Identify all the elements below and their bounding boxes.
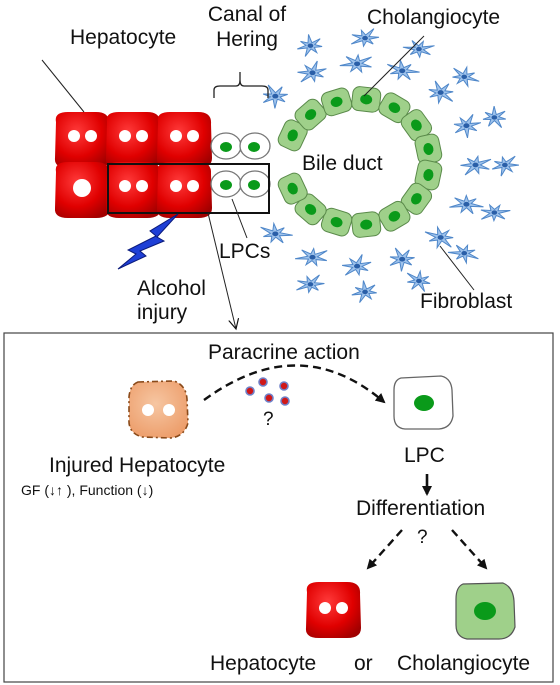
fibroblast-leader-line bbox=[439, 245, 475, 291]
cholangiocyte-cell bbox=[414, 159, 443, 191]
cholangiocyte-cell bbox=[414, 133, 443, 165]
bile-duct-ring bbox=[277, 86, 443, 238]
injury-highlight-box bbox=[107, 163, 270, 214]
lpc-cells bbox=[210, 132, 271, 198]
differentiation-label: Differentiation bbox=[356, 497, 486, 520]
fibroblast-cell bbox=[406, 269, 431, 292]
fibroblast-cell bbox=[453, 113, 482, 139]
cholangiocyte-cell bbox=[351, 86, 382, 113]
fibroblast-cell bbox=[260, 221, 293, 244]
fibroblast-cell bbox=[402, 40, 435, 59]
fibroblast-cell bbox=[460, 154, 492, 176]
hepatocyte-cell bbox=[156, 162, 212, 218]
fibroblast-cell bbox=[428, 80, 454, 105]
cholangiocyte-cell bbox=[294, 98, 327, 131]
hepatocyte-cell bbox=[105, 162, 161, 218]
result-hepatocyte-cell bbox=[305, 582, 361, 638]
paracrine-question-mark: ? bbox=[263, 409, 274, 430]
result-hepatocyte-label: Hepatocyte bbox=[210, 652, 317, 675]
injured-hepatocyte-cell bbox=[128, 380, 189, 439]
cholangiocyte-cell bbox=[378, 92, 411, 124]
paracrine-action-label: Paracrine action bbox=[208, 341, 360, 364]
lpc-cell bbox=[239, 132, 271, 160]
paracrine-arrow bbox=[203, 364, 386, 404]
gf-function-label: GF (↓↑ ), Function (↓) bbox=[21, 482, 154, 498]
cholangiocyte-cell bbox=[320, 87, 353, 117]
canal-brace bbox=[213, 72, 269, 98]
cholangiocyte-label: Cholangiocyte bbox=[367, 6, 501, 29]
cholangiocyte-cell bbox=[400, 182, 433, 215]
fibroblast-cell bbox=[424, 225, 454, 250]
fibroblast-cell bbox=[452, 65, 480, 89]
fibroblast-cell bbox=[342, 254, 372, 277]
hepatocyte-leader-line bbox=[41, 59, 85, 113]
canal-of-hering-label: Canal of Hering bbox=[204, 3, 290, 51]
lpc-cell bbox=[210, 170, 242, 198]
cholangiocyte-cell bbox=[400, 109, 433, 142]
alcohol-injury-label: Alcohol injury bbox=[137, 277, 206, 324]
fibroblast-cell bbox=[296, 274, 325, 294]
bile-duct-label: Bile duct bbox=[302, 152, 383, 175]
canal-label-line1: Canal of bbox=[207, 3, 287, 26]
canal-label-line2: Hering bbox=[216, 28, 278, 52]
fibroblast-cell bbox=[449, 194, 484, 215]
paracrine-factor-dots bbox=[245, 377, 290, 406]
cholangiocyte-cell bbox=[277, 119, 308, 152]
fibroblast-label: Fibroblast bbox=[420, 290, 513, 313]
lpcs-leader-line bbox=[231, 198, 248, 239]
fibroblast-cell bbox=[482, 105, 506, 128]
hepatocyte-cell bbox=[54, 162, 110, 218]
fibroblast-cell bbox=[262, 84, 288, 109]
fibroblast-cell bbox=[389, 247, 415, 272]
differentiation-question-mark: ? bbox=[417, 527, 428, 548]
hepatocyte-label: Hepatocyte bbox=[70, 26, 177, 49]
alcohol-label-line1: Alcohol bbox=[137, 277, 206, 300]
fibroblast-cell bbox=[480, 203, 511, 223]
fibroblast-cell bbox=[297, 34, 323, 57]
lpcs-label: LPCs bbox=[219, 240, 271, 263]
result-cholangiocyte-label: Cholangiocyte bbox=[397, 652, 531, 675]
alcohol-label-line2: injury bbox=[137, 301, 188, 325]
hepatocyte-cell bbox=[54, 112, 110, 168]
alcohol-lightning-icon bbox=[117, 213, 179, 270]
cholangiocyte-cell bbox=[378, 200, 411, 232]
hepatocyte-cell bbox=[156, 112, 212, 168]
fibroblast-cell bbox=[387, 58, 420, 81]
lpc-cell bbox=[210, 132, 242, 160]
callout-arrow bbox=[207, 212, 236, 329]
lpc-label: LPC bbox=[404, 444, 445, 467]
injured-hepatocyte-label: Injured Hepatocyte bbox=[49, 454, 226, 477]
fibroblast-cell bbox=[339, 53, 372, 74]
fibroblast-cell bbox=[297, 60, 327, 83]
fibroblast-cell bbox=[491, 155, 519, 177]
cholangiocyte-cell bbox=[320, 207, 353, 237]
or-label: or bbox=[354, 652, 373, 675]
fibroblast-cell bbox=[350, 28, 380, 48]
hepatocyte-group bbox=[54, 112, 212, 218]
fibroblast-cell bbox=[294, 247, 328, 267]
to-cholangiocyte-arrow bbox=[451, 529, 488, 570]
cholangiocyte-cell bbox=[277, 172, 308, 205]
bottom-panel-frame bbox=[3, 332, 554, 683]
fibroblast-cell bbox=[351, 280, 377, 303]
result-cholangiocyte-cell bbox=[455, 582, 516, 640]
fibroblast-cell bbox=[447, 243, 479, 265]
hepatocyte-cell bbox=[105, 112, 161, 168]
lpc-cell bbox=[239, 170, 271, 198]
lpc-large-cell bbox=[393, 375, 454, 430]
cholangiocyte-leader-line bbox=[363, 35, 425, 97]
fibroblast-layer bbox=[260, 28, 519, 303]
to-hepatocyte-arrow bbox=[366, 529, 403, 570]
cholangiocyte-cell bbox=[351, 211, 382, 238]
